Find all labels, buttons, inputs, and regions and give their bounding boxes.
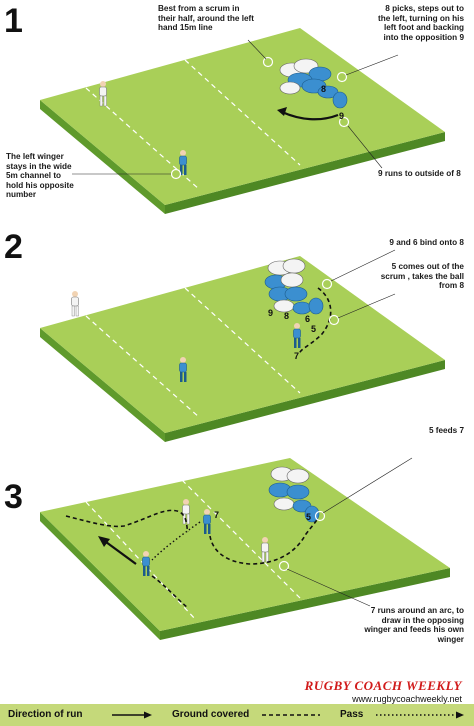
panel-1: 8 9 1 Best from a scrum in their half, a…	[0, 0, 474, 228]
player-label: 7	[214, 510, 219, 520]
player-white	[71, 291, 79, 317]
brand-name: RUGBY COACH WEEKLY	[304, 678, 462, 693]
ground-covered-path	[151, 575, 189, 609]
callout-line	[286, 568, 371, 607]
player-label: 8	[321, 84, 326, 94]
panel-2-diagram: 9 8 6 5 7	[40, 249, 445, 442]
player-label: 7	[294, 351, 299, 361]
panel-3: 7 5 3 5 feeds 7 7 runs around an arc, to…	[0, 426, 474, 704]
player-white	[261, 537, 269, 563]
annotation: Best from a scrum in their half, around …	[158, 4, 254, 33]
legend-run-label: Direction of run	[8, 709, 83, 720]
scrum-pack	[279, 58, 348, 109]
pitch-side	[40, 512, 160, 640]
player-blue	[293, 323, 301, 348]
annotation: 5 comes out of the scrum , takes the bal…	[380, 262, 464, 291]
annotation: 9 runs to outside of 8	[378, 169, 461, 178]
annotation: 5 feeds 7	[428, 426, 464, 435]
arrowhead-icon	[456, 711, 464, 719]
panel-1-diagram: 8 9	[40, 28, 445, 214]
callout-line	[345, 54, 399, 76]
brand-url: www.rugbycoachweekly.net	[352, 694, 462, 704]
player-blue	[179, 357, 187, 382]
callout-line	[330, 249, 396, 282]
ground-covered-path	[209, 517, 319, 565]
player-label: 9	[339, 111, 344, 121]
panel-3-diagram: 7 5	[40, 457, 450, 640]
run-arrow	[105, 541, 137, 565]
pitch-line	[181, 479, 301, 599]
player-label: 6	[305, 314, 310, 324]
arrowhead-icon	[144, 711, 152, 719]
callout-line	[247, 39, 267, 60]
brand: RUGBY COACH WEEKLY www.rugbycoachweekly.…	[305, 678, 462, 704]
player-label: 5	[311, 324, 316, 334]
pitch-line	[184, 287, 301, 394]
run-arrowhead	[98, 536, 110, 547]
legend-ground-label: Ground covered	[172, 709, 250, 720]
step-number: 3	[4, 478, 23, 516]
pitch-side	[165, 132, 445, 214]
player-blue	[203, 509, 211, 534]
player-blue	[142, 551, 150, 576]
pass-path	[151, 521, 201, 561]
legend-pass-label: Pass	[340, 709, 364, 720]
panel-2: 9 8 6 5 7 2 9 and 6 bind onto 8 5 comes …	[0, 228, 474, 456]
pitch	[40, 458, 450, 631]
pitch-side	[40, 328, 165, 442]
player-blue	[179, 150, 187, 175]
run-arrow	[281, 110, 339, 121]
step-number: 2	[4, 228, 23, 266]
callout-line	[347, 125, 383, 169]
legend: Direction of run Ground covered Pass	[0, 704, 474, 726]
ground-covered-path	[65, 509, 189, 533]
player-white	[182, 499, 190, 525]
ground-covered-path	[299, 287, 332, 355]
annotation: The left winger stays in the wide 5m cha…	[6, 152, 74, 200]
pitch-side	[160, 568, 450, 640]
pitch-line	[184, 59, 301, 166]
callout-line	[337, 293, 396, 319]
player-white	[99, 81, 107, 107]
scrum-pack	[268, 466, 320, 523]
annotation: 8 picks, steps out to the left, turning …	[378, 4, 464, 42]
callout-line	[322, 457, 413, 514]
annotation: 9 and 6 bind onto 8	[389, 238, 464, 247]
legend-keys	[112, 711, 464, 719]
pitch-side	[165, 360, 445, 442]
player-label: 8	[284, 311, 289, 321]
annotation: 7 runs around an arc, to draw in the opp…	[364, 606, 464, 644]
player-label: 5	[306, 512, 311, 522]
pitch-side	[40, 100, 165, 214]
player-label: 9	[268, 308, 273, 318]
pitch-line	[85, 315, 201, 419]
scrum-pack	[264, 258, 324, 315]
step-number: 1	[4, 2, 23, 40]
run-arrowhead	[277, 107, 287, 116]
pitch	[40, 256, 445, 433]
